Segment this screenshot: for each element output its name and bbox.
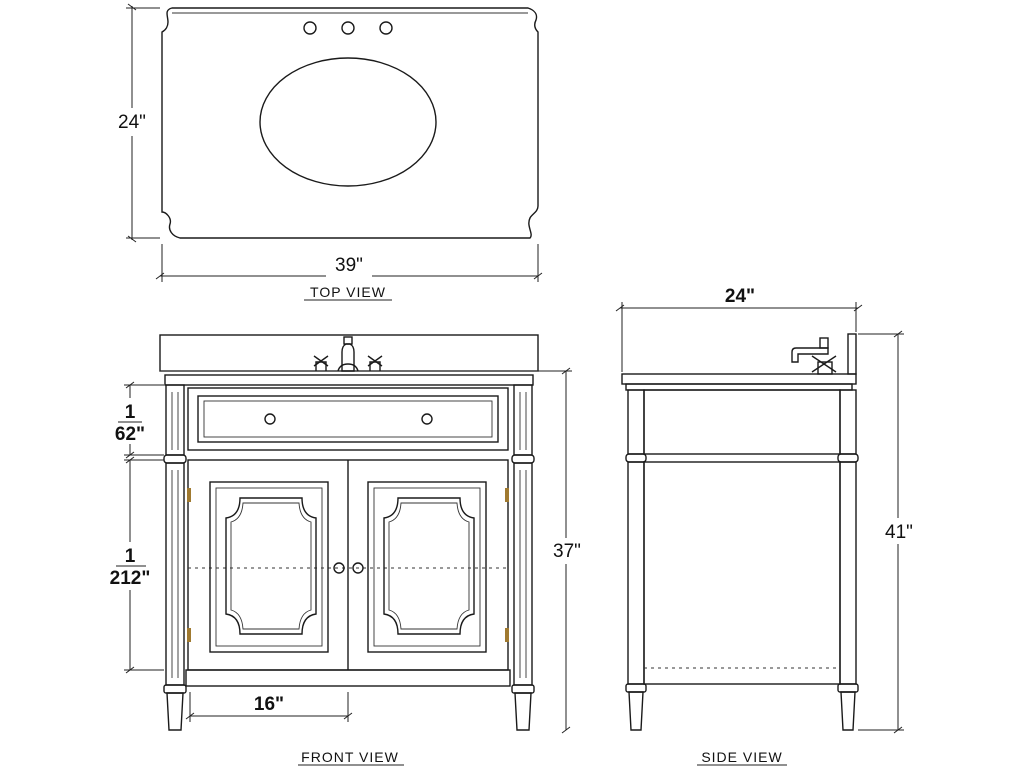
front-faucet: [313, 336, 383, 372]
top-width-tick-left: [155, 272, 165, 280]
hinge-right-bottom: [505, 628, 509, 642]
top-depth-tick-top: [127, 3, 137, 11]
side-countertop: [621, 373, 857, 385]
top-depth-label: 24": [118, 112, 146, 133]
side-height-label-bg: [876, 518, 922, 544]
front-apron-top: [164, 374, 534, 386]
front-door-left: [209, 481, 329, 653]
faucet-hole-right: [379, 21, 393, 35]
side-height-label: 41": [885, 522, 913, 543]
drawer-dim-label-bg: [106, 398, 156, 444]
top-view-countertop: [161, 7, 539, 239]
side-back-leg: [837, 389, 859, 731]
drawer-knob-right: [421, 413, 433, 425]
front-door-right: [367, 481, 487, 653]
side-apron-top: [625, 383, 853, 391]
front-countertop: [159, 334, 539, 372]
side-faucet: [791, 337, 837, 375]
door-knob-right: [352, 562, 364, 574]
front-right-leg: [511, 384, 535, 731]
front-height-tick-bottom: [561, 726, 571, 734]
side-depth-tick-left: [615, 304, 625, 312]
side-front-leg: [625, 389, 647, 731]
side-depth-tick-right: [853, 304, 863, 312]
front-left-leg: [163, 384, 187, 731]
door-height-label-num: 1: [125, 546, 136, 567]
hinge-left-top: [187, 488, 191, 502]
side-lower-panel: [643, 461, 841, 685]
front-height-label-bg: [544, 538, 590, 564]
top-width-label-bg: [326, 254, 372, 278]
door-height-label-rest: 212": [110, 568, 151, 589]
side-backsplash: [847, 333, 857, 375]
top-width-label: 39": [335, 255, 363, 276]
front-bottom-rail: [185, 669, 511, 687]
top-depth-tick-bottom: [127, 235, 137, 243]
door-width-label-bg: [246, 692, 292, 714]
front-view: 1 62" 1 212" 16" 37" FRONT VIEW: [104, 334, 590, 766]
door-knob-left: [333, 562, 345, 574]
faucet-hole-left: [303, 21, 317, 35]
side-depth-label: 24": [725, 286, 755, 307]
top-view-label: TOP VIEW: [310, 284, 386, 300]
drawer-height-label-rest: 62": [115, 424, 145, 445]
side-depth-label-bg: [716, 285, 764, 307]
top-view: 24" 39" TOP VIEW: [112, 3, 543, 301]
drawer-height-label-num: 1: [125, 402, 136, 423]
side-view-label: SIDE VIEW: [701, 749, 782, 765]
faucet-hole-center: [341, 21, 355, 35]
front-drawer: [187, 387, 509, 451]
drawer-knob-left: [264, 413, 276, 425]
front-view-label: FRONT VIEW: [301, 749, 399, 765]
top-depth-label-bg: [112, 108, 152, 136]
hinge-right-top: [505, 488, 509, 502]
door-width-label: 16": [254, 694, 284, 715]
side-view: 24" 41" SIDE VIEW: [615, 285, 922, 766]
front-height-label: 37": [553, 541, 581, 562]
hinge-left-bottom: [187, 628, 191, 642]
basin-oval: [259, 57, 437, 187]
side-upper-panel: [643, 389, 841, 455]
